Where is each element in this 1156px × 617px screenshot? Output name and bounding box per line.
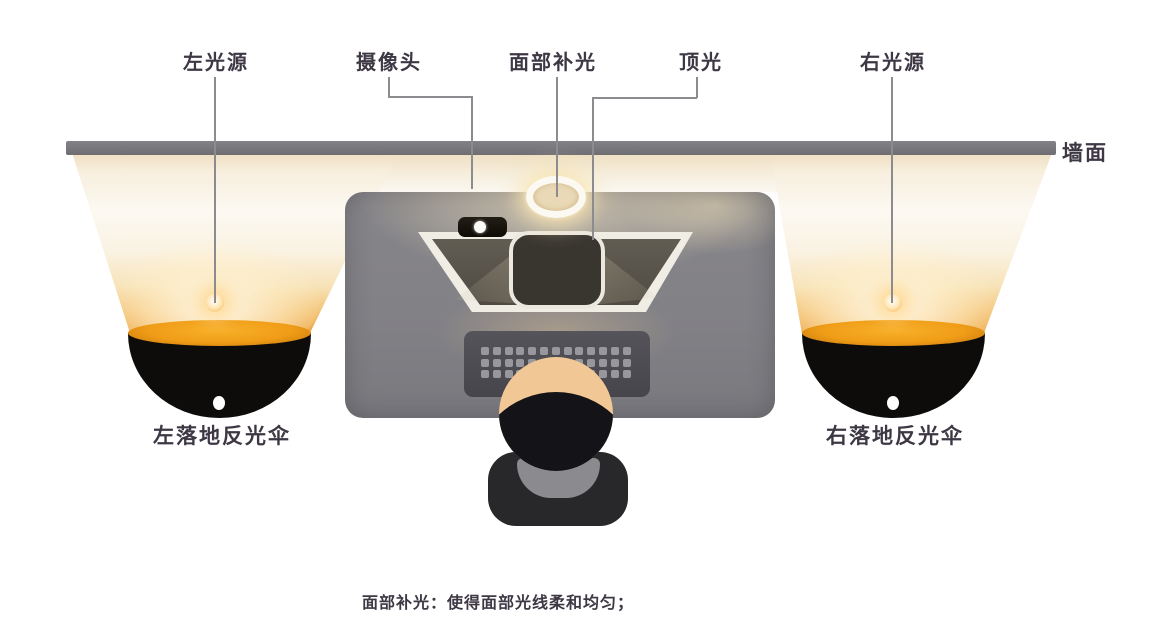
- keyboard-key: [622, 370, 631, 378]
- label-left-light: 左光源: [183, 52, 249, 74]
- pointer-line-top-light-2: [592, 97, 697, 99]
- keyboard-key: [610, 347, 619, 355]
- wall-bar: [66, 141, 1056, 155]
- keyboard-key: [598, 370, 607, 378]
- pointer-line-right-light: [891, 77, 893, 303]
- label-right-light: 右光源: [860, 52, 926, 74]
- left-umbrella-notch: [213, 396, 225, 410]
- keyboard-key: [622, 358, 631, 367]
- pointer-line-top-light-1: [696, 77, 698, 98]
- webcam-lens-icon: [474, 221, 486, 233]
- label-face-fill-light: 面部补光: [509, 52, 597, 74]
- right-umbrella-rim: [802, 320, 985, 346]
- right-light-cone: [770, 153, 1052, 333]
- keyboard-key: [610, 370, 619, 378]
- keyboard-key: [528, 347, 537, 355]
- label-left-umbrella: 左落地反光伞: [153, 425, 291, 448]
- pointer-line-camera-2: [388, 96, 472, 98]
- keyboard-key: [481, 358, 489, 367]
- pointer-line-face-light: [556, 77, 558, 197]
- monitor-screen: [509, 231, 605, 309]
- keyboard-key: [504, 370, 513, 378]
- webcam: [458, 217, 507, 237]
- keyboard-key: [504, 358, 513, 367]
- right-light-bulb: [884, 294, 902, 312]
- keyboard-key: [598, 347, 607, 355]
- pointer-line-left-light: [214, 77, 216, 303]
- keyboard-key: [492, 347, 501, 355]
- pointer-line-camera-3: [471, 96, 473, 189]
- keyboard-key: [492, 358, 501, 367]
- keyboard-key: [610, 358, 619, 367]
- keyboard-key: [563, 347, 572, 355]
- keyboard-key: [551, 347, 560, 355]
- keyboard-key: [622, 347, 631, 355]
- label-top-light: 顶光: [679, 52, 723, 74]
- left-umbrella-rim: [128, 320, 311, 346]
- keyboard-key: [575, 347, 584, 355]
- keyboard-key: [492, 370, 501, 378]
- right-umbrella-notch: [887, 396, 899, 410]
- keyboard-key: [587, 358, 596, 367]
- keyboard-key: [587, 347, 596, 355]
- right-light-cone-core: [788, 241, 998, 333]
- pointer-line-camera-1: [388, 77, 390, 97]
- pointer-line-top-light-3: [592, 97, 594, 240]
- left-light-bulb: [206, 294, 224, 312]
- label-wall: 墙面: [1062, 142, 1108, 165]
- person-head: [499, 357, 613, 471]
- keyboard-key: [539, 347, 548, 355]
- caption-text: 面部补光：使得面部光线柔和均匀；: [362, 595, 635, 612]
- keyboard-key: [598, 358, 607, 367]
- keyboard-key: [516, 347, 525, 355]
- keyboard-key: [504, 347, 513, 355]
- keyboard-key: [516, 358, 525, 367]
- label-camera: 摄像头: [356, 52, 422, 74]
- keyboard-key: [481, 370, 489, 378]
- label-right-umbrella: 右落地反光伞: [826, 425, 964, 448]
- keyboard-key: [481, 347, 489, 355]
